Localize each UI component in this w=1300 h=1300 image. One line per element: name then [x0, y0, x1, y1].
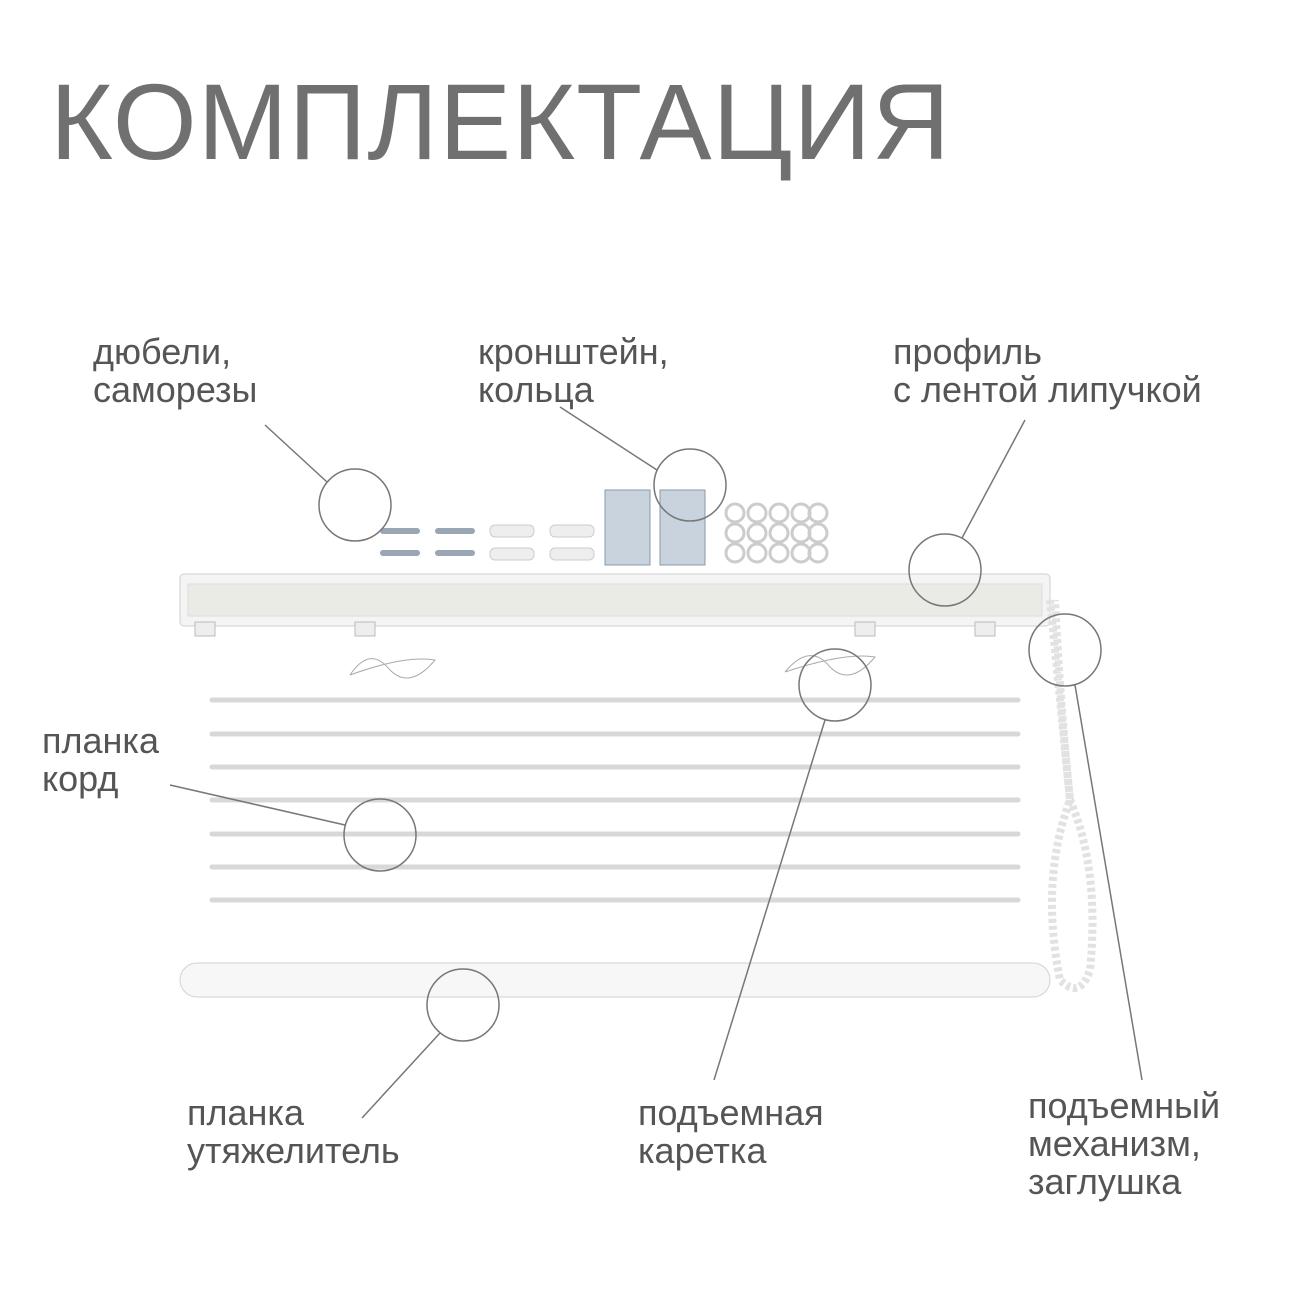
- label-line: заглушка: [1028, 1161, 1182, 1202]
- bead-chain: [1046, 599, 1097, 992]
- label-weight-slat: планка утяжелитель: [187, 1094, 400, 1170]
- page-title: КОМПЛЕКТАЦИЯ: [50, 61, 952, 182]
- label-line: механизм,: [1028, 1123, 1201, 1164]
- label-line: кронштейн,: [478, 331, 669, 372]
- label-profile: профиль с лентой липучкой: [893, 333, 1202, 409]
- brackets: [604, 489, 706, 566]
- cord-bundle: [349, 658, 436, 679]
- cord-slats: [209, 697, 1021, 903]
- label-mechanism: подъемный механизм, заглушка: [1028, 1087, 1220, 1201]
- label-dowels: дюбели, саморезы: [93, 333, 257, 409]
- profile-rail: [179, 573, 1051, 637]
- rings: [724, 502, 829, 564]
- label-line: планка: [187, 1092, 304, 1133]
- label-line: планка: [42, 720, 159, 761]
- cord-bundle: [784, 655, 876, 676]
- callout-circles: [318, 448, 1102, 1042]
- label-line: каретка: [638, 1130, 767, 1171]
- label-line: дюбели,: [93, 331, 232, 372]
- label-cord-slat: планка корд: [42, 722, 159, 798]
- label-line: подъемная: [638, 1092, 824, 1133]
- screws-and-dowels: [380, 524, 595, 561]
- callout-lines: [169, 406, 1143, 1119]
- label-line: подъемный: [1028, 1085, 1221, 1126]
- label-line: с лентой липучкой: [893, 369, 1202, 410]
- label-line: кольца: [478, 369, 594, 410]
- label-bracket: кронштейн, кольца: [478, 333, 669, 409]
- label-line: утяжелитель: [187, 1130, 400, 1171]
- label-line: корд: [42, 758, 119, 799]
- weight-bar: [179, 962, 1051, 998]
- label-line: профиль: [893, 331, 1043, 372]
- label-line: саморезы: [93, 369, 258, 410]
- label-carriage: подъемная каретка: [638, 1094, 824, 1170]
